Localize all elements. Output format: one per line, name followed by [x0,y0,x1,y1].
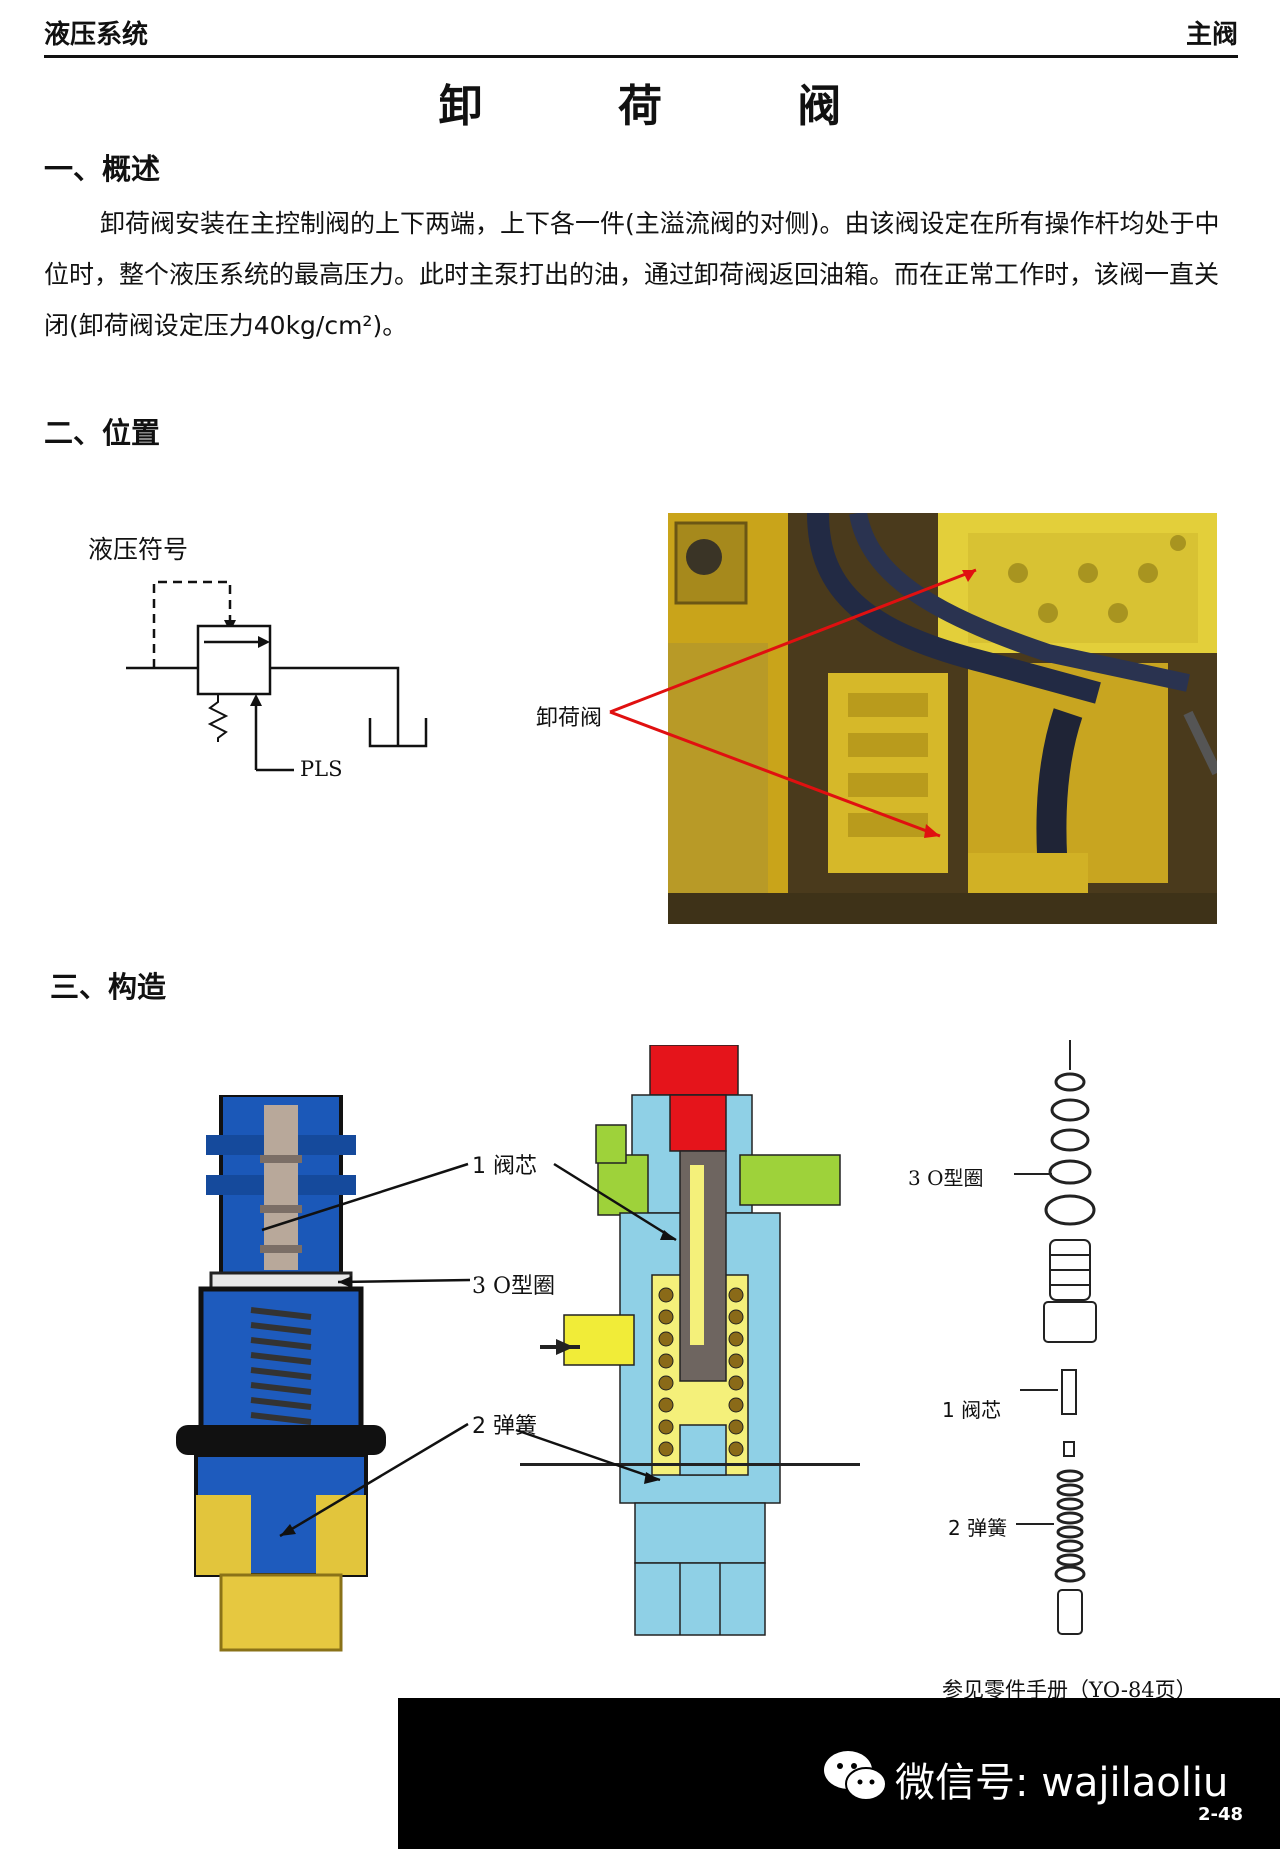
callout-arrows [609,568,977,838]
page-title: 卸 荷 阀 [438,81,902,132]
valve-cutaway-photo [176,1095,386,1652]
cap-red [649,1045,739,1096]
header-left: 液压系统 [44,20,149,50]
ex-label-spool: 1 阀芯 [942,1398,1002,1422]
section-structure-heading: 三、构造 [50,970,167,1004]
exploded-view [1043,1040,1097,1635]
tank-icon [368,718,428,748]
flow-arrow-icon [258,636,270,648]
valve-cross-section [520,1045,860,1636]
ex-label-oring: 3 O型圈 [908,1166,984,1190]
label-part1-spool: 1 阀芯 [472,1154,537,1179]
spring-icon [207,694,229,742]
section-overview-heading: 一、概述 [44,152,161,186]
photo-callout-label: 卸荷阀 [536,706,603,731]
watermark-text: 微信号: wajilaoliu [895,1760,1229,1806]
exploded-leaders [1014,1173,1058,1525]
section-position-heading: 二、位置 [44,416,161,450]
hydraulic-symbol-label: 液压符号 [88,535,189,564]
pls-label: PLS [300,757,343,781]
label-part2-spring: 2 弹簧 [472,1414,537,1439]
pilot-dashed-line [152,580,232,668]
part-leader-lines [261,1162,677,1538]
port-yellow [563,1314,635,1366]
header-rule [44,55,1238,58]
unloading-valve-photo [668,513,1217,924]
wechat-icon [824,1751,887,1801]
port-right-green [739,1154,841,1206]
valve-box [196,624,272,696]
label-part3-oring: 3 O型圈 [472,1274,556,1299]
overview-paragraph: 卸荷阀安装在主控制阀的上下两端，上下各一件(主溢流阀的对侧)。由该阀设定在所有操… [44,209,1220,340]
ex-label-spring: 2 弹簧 [948,1516,1008,1540]
header-right: 主阀 [1185,20,1238,50]
pls-arrow-icon [250,694,262,706]
port-left-green [597,1154,649,1216]
hydraulic-symbol-diagram [126,580,428,772]
page-number: 2-48 [1198,1804,1244,1825]
